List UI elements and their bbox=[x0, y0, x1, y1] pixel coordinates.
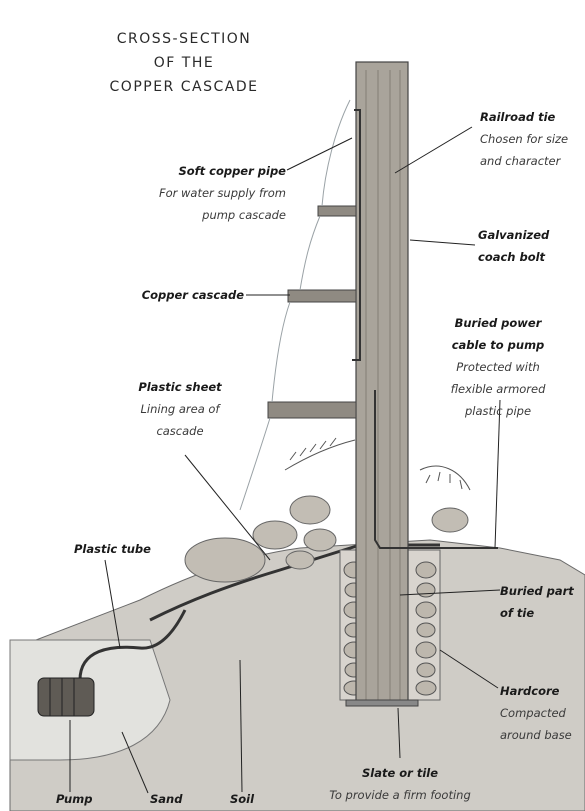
sand-name: Sand bbox=[150, 788, 182, 810]
label-copper-cascade: Copper cascade bbox=[96, 284, 244, 306]
label-hardcore: Hardcore Compacted around base bbox=[500, 680, 572, 746]
label-sand: Sand bbox=[150, 788, 182, 810]
title-line-1: CROSS-SECTION bbox=[64, 31, 304, 47]
hardcore-desc-1: Compacted bbox=[500, 702, 572, 724]
title-line-3: COPPER CASCADE bbox=[64, 79, 304, 95]
slate-name: Slate or tile bbox=[300, 762, 500, 784]
cable-name-2: cable to pump bbox=[438, 334, 558, 356]
copper-pipe-desc-2: pump cascade bbox=[110, 204, 286, 226]
label-pump: Pump bbox=[56, 788, 92, 810]
slate-desc: To provide a firm footing bbox=[300, 784, 500, 806]
label-buried-tie: Buried part of tie bbox=[500, 580, 574, 624]
tube-name: Plastic tube bbox=[74, 538, 151, 560]
label-railroad-tie: Railroad tie Chosen for size and charact… bbox=[480, 106, 568, 172]
copper-pipe-name: Soft copper pipe bbox=[110, 160, 286, 182]
cable-name-1: Buried power bbox=[438, 312, 558, 334]
cascade-name: Copper cascade bbox=[96, 284, 244, 306]
label-buried-cable: Buried power cable to pump Protected wit… bbox=[438, 312, 558, 422]
railroad-tie-desc-1: Chosen for size bbox=[480, 128, 568, 150]
pump-name: Pump bbox=[56, 788, 92, 810]
label-plastic-sheet: Plastic sheet Lining area of cascade bbox=[120, 376, 240, 442]
sheet-name: Plastic sheet bbox=[120, 376, 240, 398]
title-line-2: OF THE bbox=[64, 55, 304, 71]
buried-tie-name-2: of tie bbox=[500, 602, 574, 624]
bolt-name-2: coach bolt bbox=[478, 246, 549, 268]
sheet-desc-2: cascade bbox=[120, 420, 240, 442]
label-soft-copper-pipe: Soft copper pipe For water supply from p… bbox=[110, 160, 286, 226]
cable-desc-1: Protected with bbox=[438, 356, 558, 378]
bolt-name-1: Galvanized bbox=[478, 224, 549, 246]
cable-desc-3: plastic pipe bbox=[438, 400, 558, 422]
label-soil: Soil bbox=[230, 788, 254, 810]
pump bbox=[38, 678, 94, 716]
soil-name: Soil bbox=[230, 788, 254, 810]
hardcore-name: Hardcore bbox=[500, 680, 572, 702]
railroad-tie-desc-2: and character bbox=[480, 150, 568, 172]
buried-tie-name-1: Buried part bbox=[500, 580, 574, 602]
copper-pipe-desc-1: For water supply from bbox=[110, 182, 286, 204]
cable-desc-2: flexible armored bbox=[438, 378, 558, 400]
slate-footing bbox=[346, 700, 418, 706]
label-galvanized-bolt: Galvanized coach bolt bbox=[478, 224, 549, 268]
hardcore-desc-2: around base bbox=[500, 724, 572, 746]
label-plastic-tube: Plastic tube bbox=[74, 538, 151, 560]
label-slate: Slate or tile To provide a firm footing bbox=[300, 762, 500, 806]
railroad-tie-name: Railroad tie bbox=[480, 106, 568, 128]
sheet-desc-1: Lining area of bbox=[120, 398, 240, 420]
